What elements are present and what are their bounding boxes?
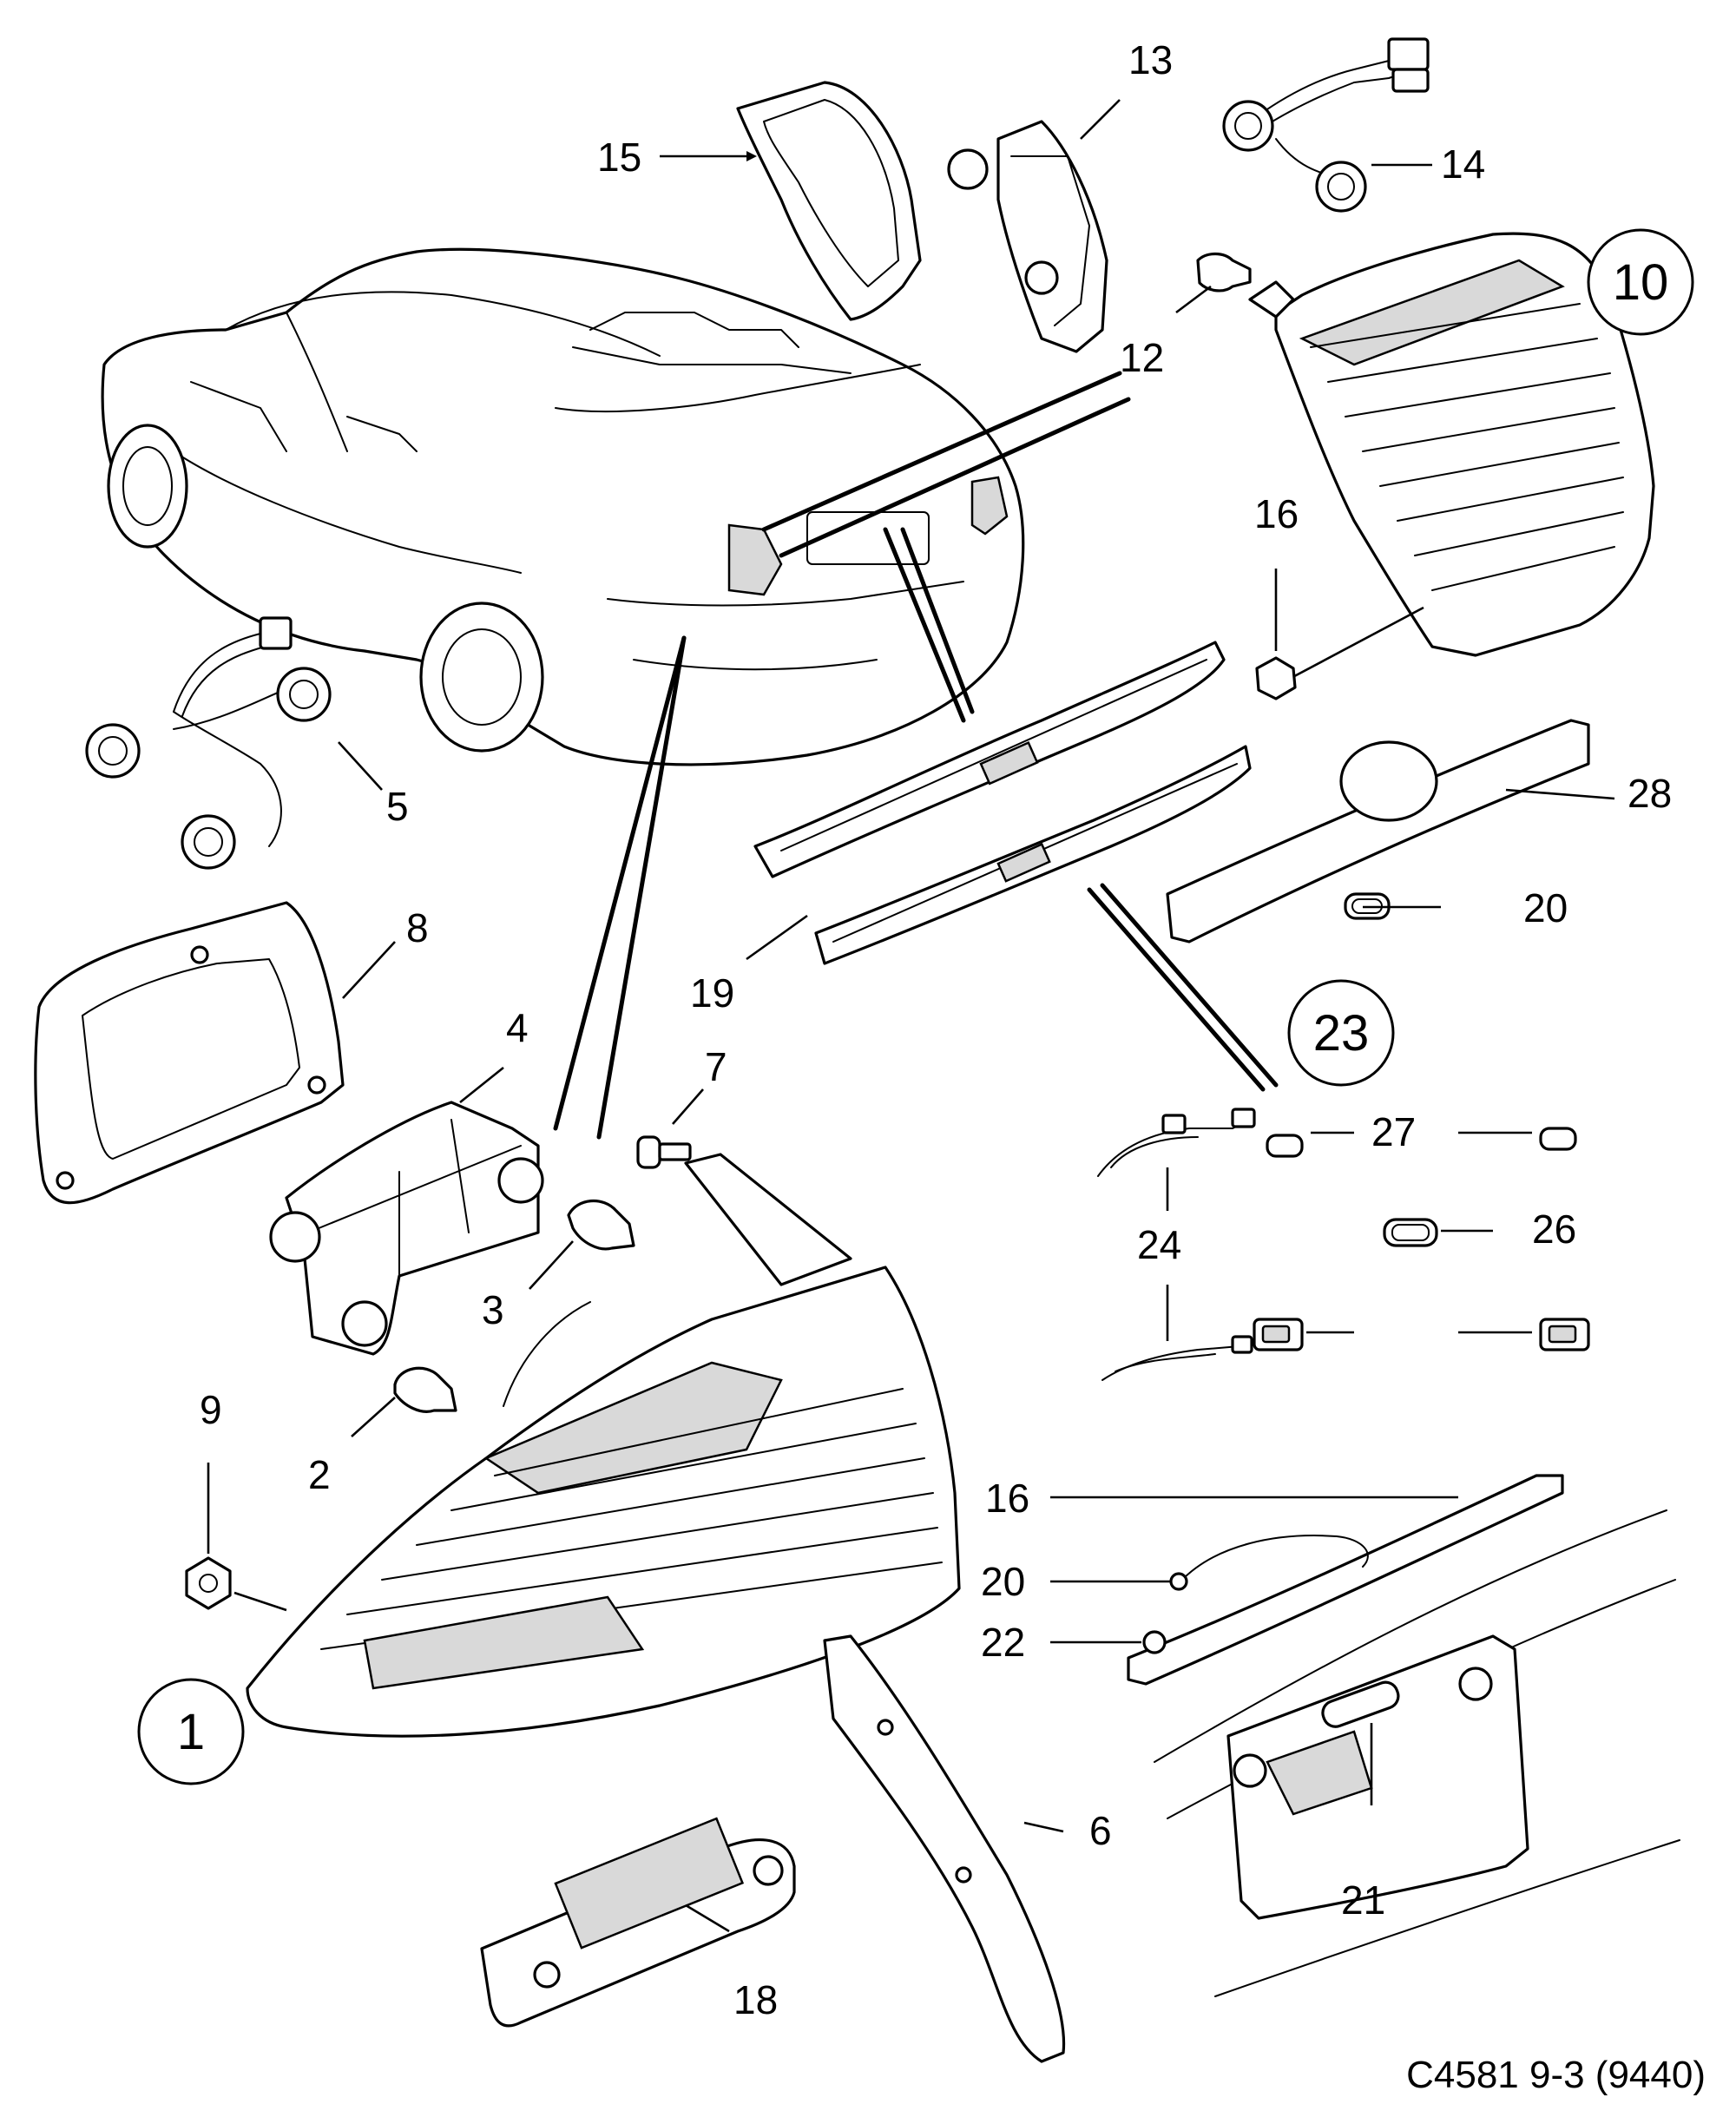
part-4-bulb-holder [269, 1101, 544, 1356]
callout-10: 10 [1587, 228, 1694, 336]
label-9: 9 [200, 1387, 222, 1432]
part-15-nut [1255, 656, 1297, 700]
label-26: 27 [1371, 1109, 1416, 1154]
part-5-wiring-harness [85, 616, 332, 870]
leader-11-car-a [779, 397, 1131, 558]
label-leaders [207, 99, 1615, 1933]
label-16: 16 [985, 1476, 1029, 1521]
part-28-trim-strip [1166, 719, 1590, 944]
label-19: 20 [1523, 885, 1568, 930]
drawing-reference: C4581 9-3 (9440) [1406, 2054, 1706, 2096]
label-3: 3 [482, 1287, 504, 1332]
part-11-bulb [1196, 252, 1252, 293]
sedan-car-outline [101, 247, 1025, 766]
leader-1-car-a [553, 635, 687, 1131]
leader-18-car-a [883, 527, 966, 723]
part-26-bulb-a [1266, 1134, 1304, 1158]
part-26-bulb-b [1539, 1127, 1577, 1151]
label-7: 7 [705, 1044, 727, 1089]
part-24-wire-lower [1101, 1335, 1253, 1381]
part-1-tail-lamp [246, 1153, 961, 1738]
part-16-trim-bar [1127, 1474, 1564, 1686]
part-10-inner-tail-lamp [1248, 232, 1655, 657]
label-24: 24 [1137, 1222, 1181, 1267]
callout-10-text: 10 [1613, 254, 1669, 311]
label-2: 2 [308, 1452, 331, 1497]
part-13-wiring-harness [1222, 37, 1430, 213]
part-8-gasket [34, 901, 345, 1205]
callout-23: 23 [1287, 979, 1395, 1087]
part-22-grommet [1142, 1630, 1167, 1654]
part-6-seal-strip [823, 1634, 1066, 2063]
label-4: 4 [506, 1005, 529, 1050]
part-27-holder-b [1539, 1318, 1590, 1351]
label-14: 15 [597, 135, 641, 180]
label-8: 8 [406, 905, 429, 950]
label-22: 22 [981, 1620, 1025, 1665]
label-18: 19 [690, 970, 734, 1016]
leader-1-car-b [596, 635, 687, 1140]
label-12: 13 [1128, 37, 1173, 82]
label-11: 12 [1120, 335, 1164, 380]
label-17: 18 [733, 1977, 778, 2022]
part-number-labels: 15 13 14 12 16 5 8 4 7 3 2 9 16 20 22 21… [200, 37, 1672, 2022]
part-7-screw [636, 1135, 692, 1169]
callout-23-text: 23 [1313, 1005, 1370, 1062]
label-25: 26 [1532, 1207, 1576, 1252]
part-27-holder-a [1253, 1318, 1304, 1351]
label-20: 20 [981, 1559, 1025, 1604]
leader-11-car-b [761, 371, 1122, 532]
label-5: 5 [386, 784, 409, 829]
part-18-panel-lower [814, 745, 1252, 965]
part-24-wire-upper [1097, 1108, 1256, 1177]
callout-1: 1 [137, 1678, 245, 1785]
label-15: 16 [1254, 491, 1299, 536]
label-6: 6 [1089, 1808, 1112, 1853]
label-21: 21 [1341, 1877, 1385, 1923]
part-18-panel-upper [753, 641, 1226, 878]
part-2-bulb [393, 1366, 457, 1413]
part-14-gasket [736, 81, 922, 321]
part-17-license-lamp [480, 1817, 796, 2028]
leader-18-car-b [900, 527, 975, 714]
trunk-lid-detail [1154, 1509, 1680, 1997]
callout-1-text: 1 [177, 1704, 205, 1760]
part-21-bulb [1321, 1680, 1400, 1728]
label-28: 28 [1628, 771, 1672, 816]
part-3-bulb [567, 1199, 635, 1251]
part-9-nut [185, 1556, 232, 1610]
part-12-bulb-holder [947, 120, 1108, 353]
part-25-clip [1383, 1218, 1438, 1247]
label-13: 14 [1441, 141, 1485, 187]
